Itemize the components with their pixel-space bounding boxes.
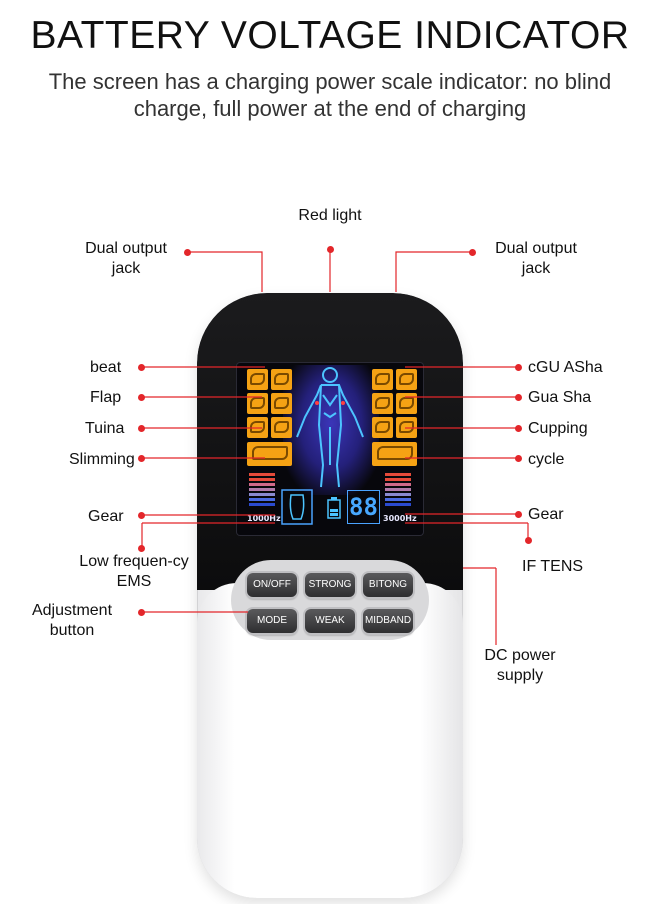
bitong-button[interactable]: BITONG <box>363 573 413 597</box>
label-low-frequency-ems: Low frequen-cy EMS <box>79 553 189 590</box>
callout-dot-if-tens <box>525 537 532 544</box>
cycle-icon <box>372 442 417 466</box>
label-tuina: Tuina <box>85 420 125 437</box>
callout-dot-cupping <box>515 425 522 432</box>
on-off-button[interactable]: ON/OFF <box>247 573 297 597</box>
frequency-left-readout: 1000Hz <box>247 514 281 523</box>
label-dual-output-jack-right: Dual output jack <box>495 240 577 277</box>
gua-sha-icon <box>372 393 393 414</box>
midband-button[interactable]: MIDBAND <box>363 609 413 633</box>
page-title: BATTERY VOLTAGE INDICATOR <box>30 14 630 57</box>
label-cupping: Cupping <box>528 420 588 437</box>
mode-button[interactable]: MODE <box>247 609 297 633</box>
label-if-tens: IF TENS <box>522 558 584 575</box>
callout-dot-gear-right <box>515 511 522 518</box>
gear-bars-left <box>249 473 275 508</box>
tens-device: 1000Hz 3000Hz 88 ON/OFF STRONG BITONG MO… <box>197 293 463 898</box>
flap-icon <box>247 393 268 414</box>
label-cycle: cycle <box>528 451 565 468</box>
callout-dot-red-light <box>327 246 334 253</box>
foot-massage-icon <box>281 489 313 525</box>
callout-dot-cgu-asha <box>515 364 522 371</box>
callout-dot-jack-right <box>469 249 476 256</box>
strong-button[interactable]: STRONG <box>305 573 355 597</box>
tuina-icon-2 <box>271 417 292 438</box>
label-dc-power-supply: DC power supply <box>484 647 556 684</box>
label-cgu-asha: cGU ASha <box>528 359 603 376</box>
gear-bars-right <box>385 473 411 508</box>
label-beat: beat <box>90 359 122 376</box>
label-adjustment-button: Adjustment button <box>31 602 113 639</box>
label-red-light: Red light <box>298 207 362 224</box>
callout-dot-tuina <box>138 425 145 432</box>
beat-icon <box>247 369 268 390</box>
cgu-asha-icon-2 <box>396 369 417 390</box>
flap-icon-2 <box>271 393 292 414</box>
label-dual-output-jack-left: Dual output jack <box>85 240 167 277</box>
frequency-right-readout: 3000Hz <box>383 514 417 523</box>
battery-icon <box>327 497 341 519</box>
gua-sha-icon-2 <box>396 393 417 414</box>
intensity-digits: 88 <box>347 490 380 524</box>
callout-dot-slimming <box>138 455 145 462</box>
beat-icon-2 <box>271 369 292 390</box>
cupping-icon <box>372 417 393 438</box>
callout-dot-gua-sha <box>515 394 522 401</box>
label-gear-left: Gear <box>88 508 124 525</box>
page-subtitle: The screen has a charging power scale in… <box>48 69 612 121</box>
callout-dot-adjustment <box>138 609 145 616</box>
callout-dot-low-freq <box>138 545 145 552</box>
callout-dot-cycle <box>515 455 522 462</box>
label-flap: Flap <box>90 389 122 406</box>
label-gear-right: Gear <box>528 506 564 523</box>
callout-dot-jack-left <box>184 249 191 256</box>
slimming-icon <box>247 442 292 466</box>
lcd-screen: 1000Hz 3000Hz 88 <box>237 363 423 535</box>
label-slimming: Slimming <box>69 451 135 468</box>
weak-button[interactable]: WEAK <box>305 609 355 633</box>
body-figure-icon <box>296 367 364 488</box>
label-gua-sha: Gua Sha <box>528 389 592 406</box>
callout-dot-flap <box>138 394 145 401</box>
cgu-asha-icon <box>372 369 393 390</box>
callout-dot-gear-left <box>138 512 145 519</box>
callout-dot-beat <box>138 364 145 371</box>
